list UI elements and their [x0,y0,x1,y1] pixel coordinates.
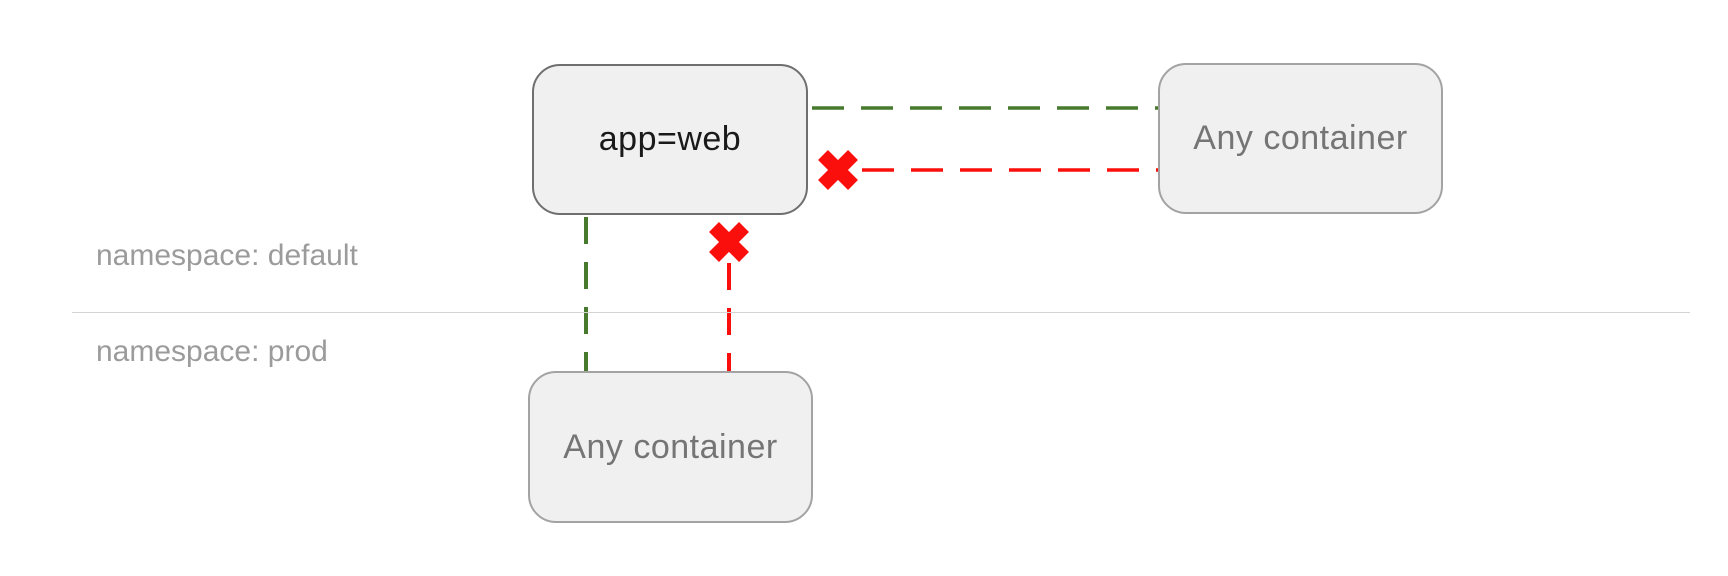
namespace-prod-label: namespace: prod [96,335,328,368]
node-app-web-label: app=web [598,120,742,158]
node-any-container-default: Any container [1158,63,1443,214]
blocked-x-icon [818,150,858,190]
node-any-container-prod-label: Any container [563,427,778,466]
namespace-divider [72,312,1690,313]
blocked-x-icon [709,222,749,262]
node-any-container-default-label: Any container [1193,119,1408,157]
node-any-container-prod: Any container [528,371,813,523]
node-app-web: app=web [532,64,808,215]
namespace-default-label: namespace: default [96,239,358,272]
